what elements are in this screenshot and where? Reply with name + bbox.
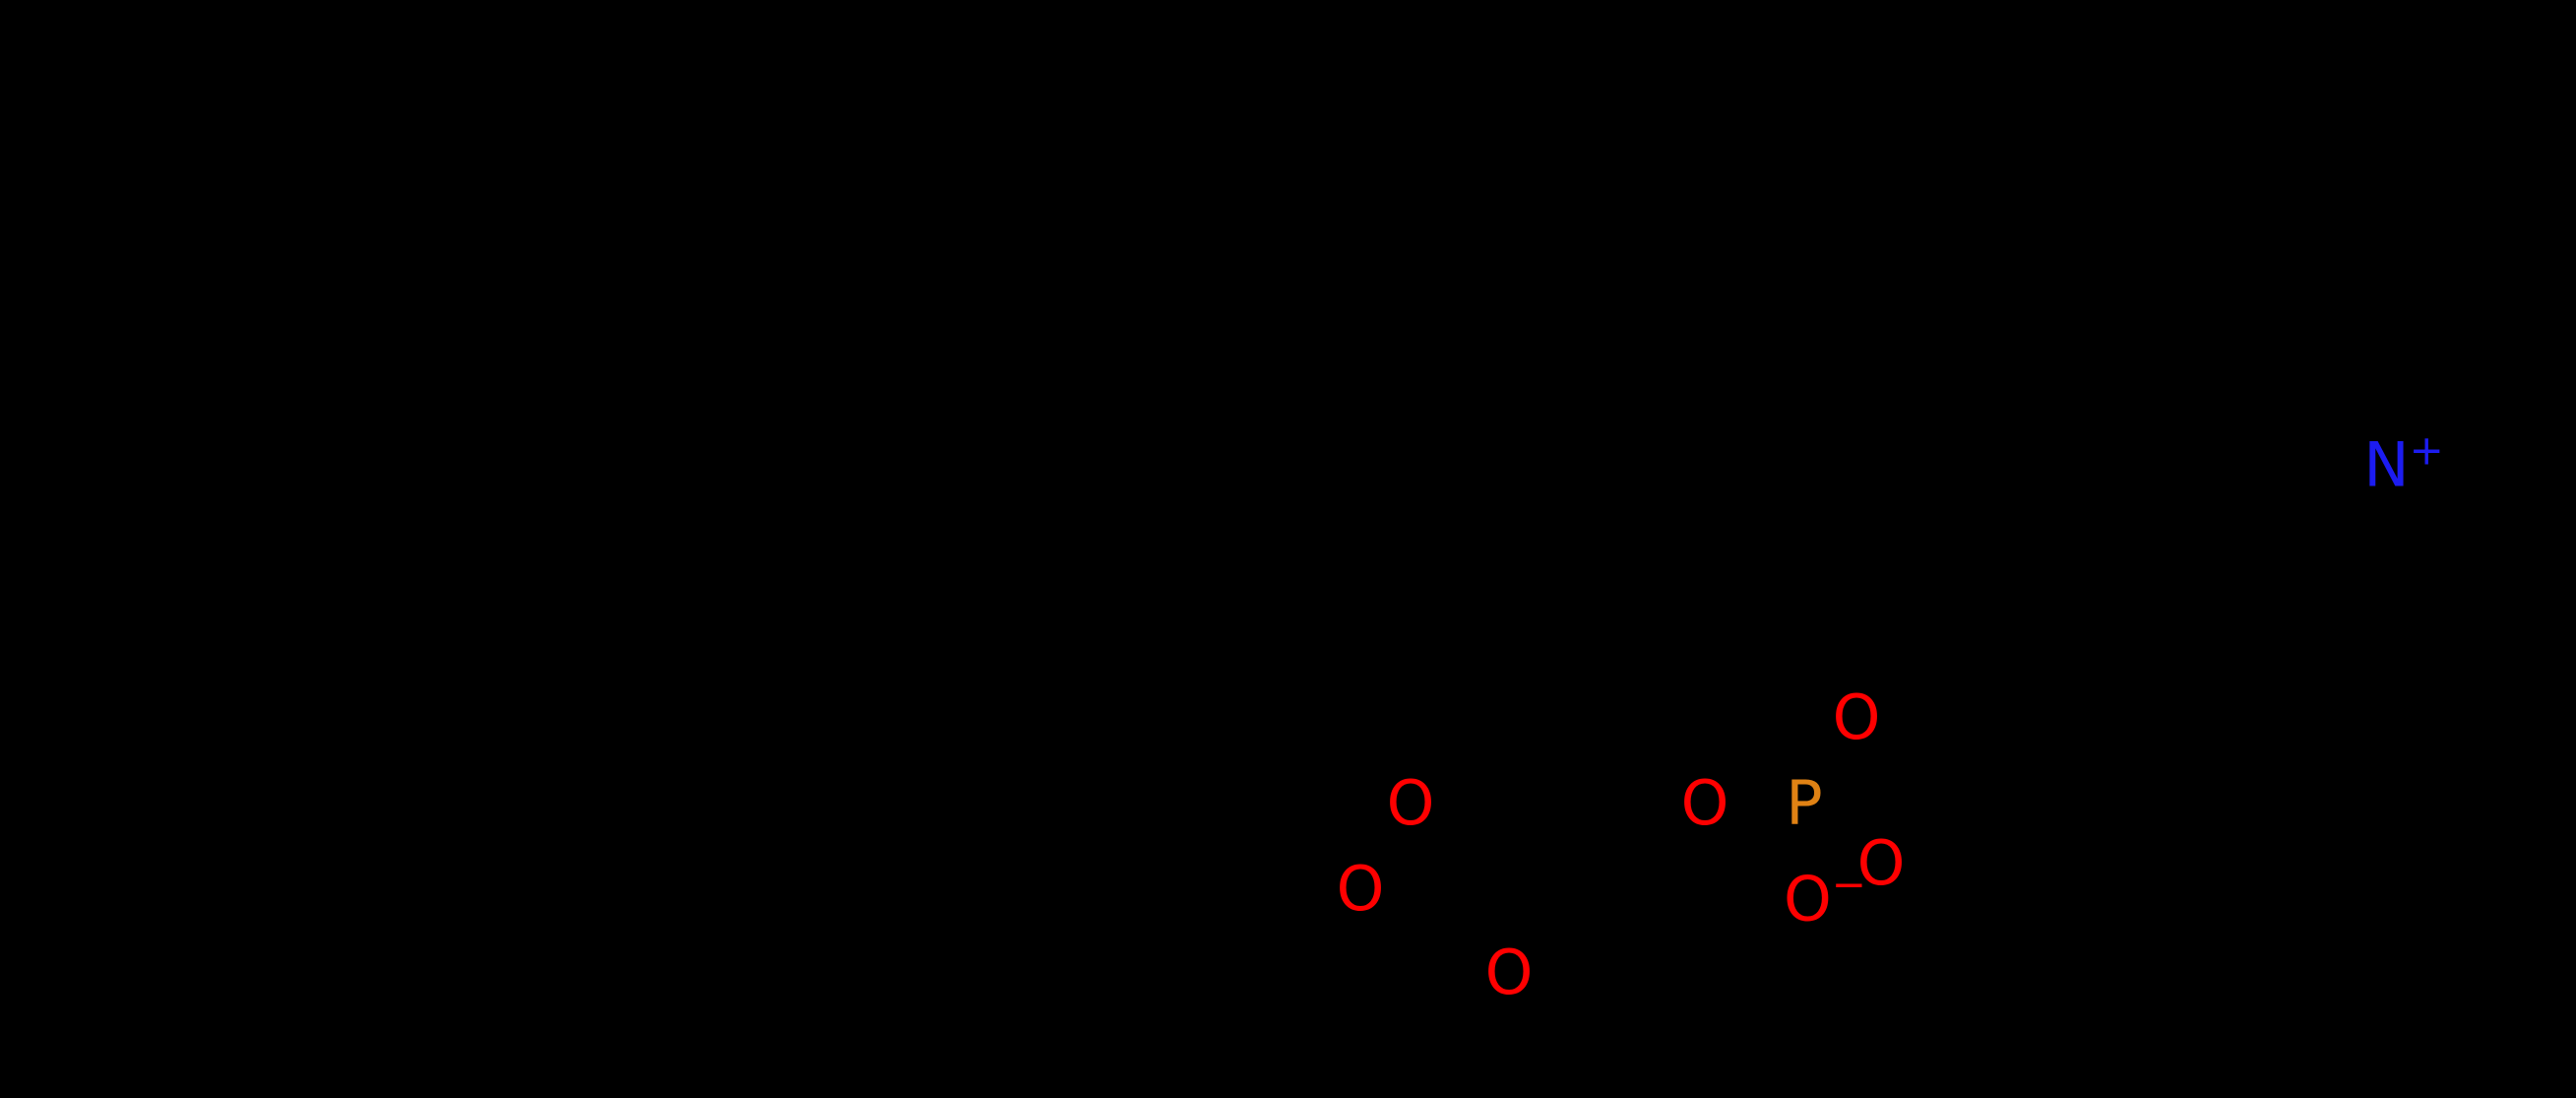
atom-label-oxygen-anion: O− — [1784, 864, 1866, 931]
atom-label-oxygen: O — [1336, 853, 1385, 925]
atom-label-oxygen: O — [1680, 767, 1729, 839]
atom-label-oxygen: O — [1386, 767, 1435, 839]
atom-symbol: O — [1783, 863, 1832, 936]
atom-label-oxygen: O — [1484, 937, 1534, 1008]
charge-plus: + — [2409, 425, 2444, 475]
charge-minus: − — [1831, 860, 1867, 909]
atom-label-nitrogen-cation: N+ — [2363, 429, 2444, 496]
atom-symbol: N — [2363, 428, 2410, 501]
atom-label-oxygen: O — [1856, 827, 1906, 899]
atom-label-phosphorus: P — [1786, 767, 1823, 839]
atom-label-oxygen: O — [1832, 681, 1881, 753]
